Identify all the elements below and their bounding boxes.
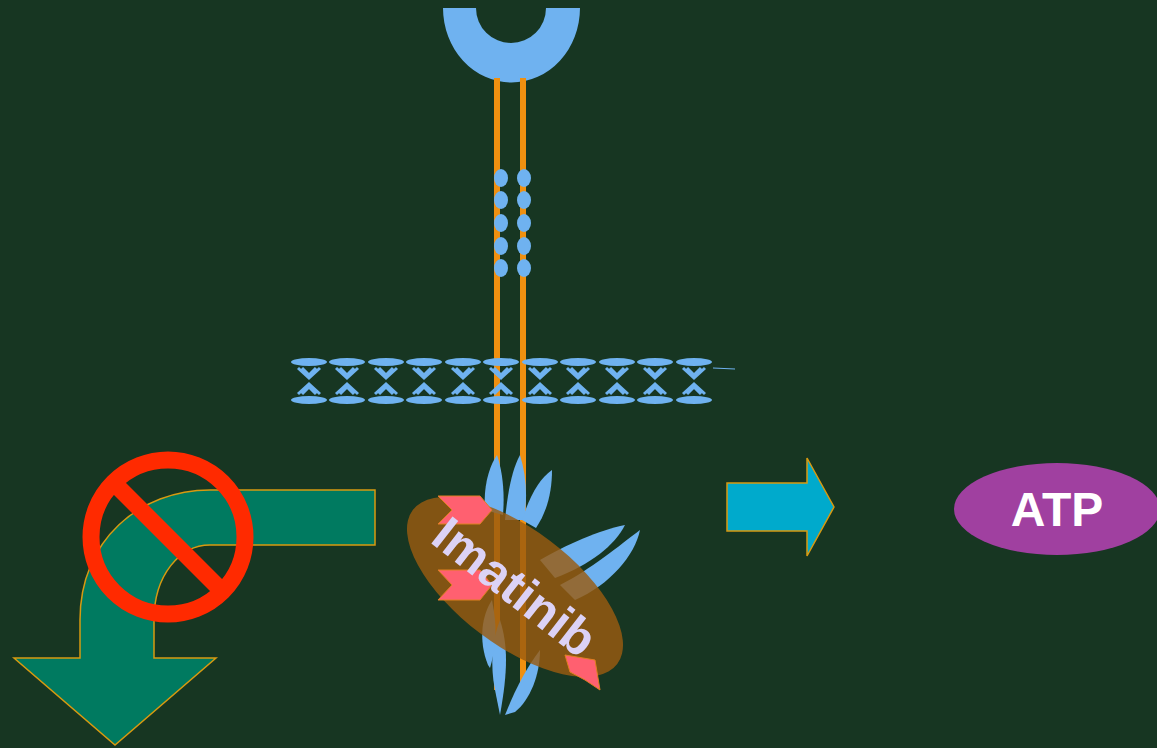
receptor-domains	[494, 169, 531, 277]
receptor-head	[443, 8, 580, 83]
prohibition-sign	[91, 460, 245, 614]
drug-ellipse: Imatinib	[400, 492, 630, 682]
molecule-ellipse: ATP	[954, 463, 1157, 555]
cell-membrane	[291, 358, 735, 404]
node-label: ATP	[1011, 482, 1103, 537]
block-arrow	[727, 458, 834, 556]
